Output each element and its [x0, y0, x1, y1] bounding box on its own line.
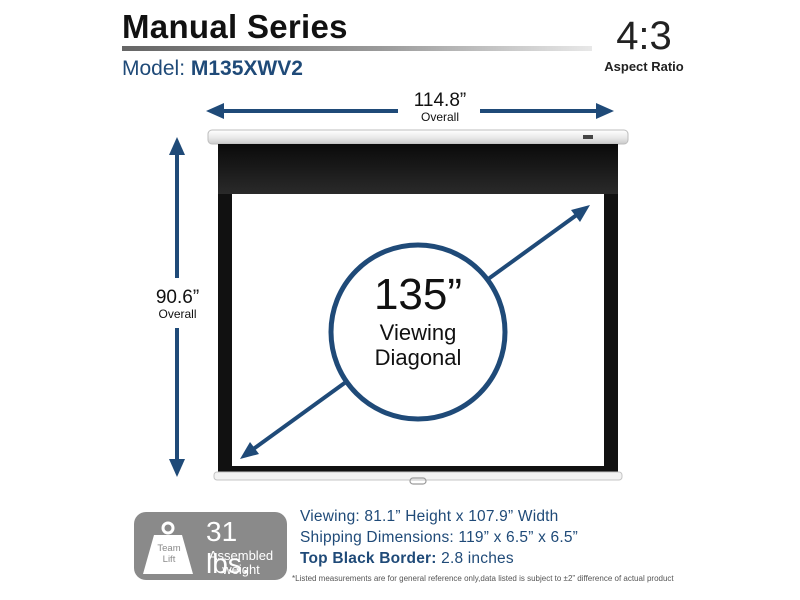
- spec-border: Top Black Border: 2.8 inches: [300, 550, 514, 568]
- height-label: Overall: [158, 307, 197, 321]
- aspect-ratio-value: 4:3: [616, 14, 672, 58]
- width-label: Overall: [420, 110, 459, 124]
- title-underline: [122, 46, 592, 51]
- diagonal-line1: Viewing: [379, 320, 457, 345]
- product-title: Manual Series: [122, 8, 348, 45]
- model-line: Model: M135XWV2: [122, 57, 303, 81]
- team-lift-label: Team Lift: [146, 543, 192, 565]
- spec-viewing: Viewing: 81.1” Height x 107.9” Width: [300, 508, 559, 525]
- aspect-ratio-label: Aspect Ratio: [604, 59, 684, 74]
- spec-border-label: Top Black Border:: [300, 550, 437, 567]
- weight-label-line1: Assembled: [208, 548, 274, 563]
- diagonal-text: 135” Viewing Diagonal: [338, 270, 498, 370]
- width-value: 114.8”: [413, 90, 467, 111]
- aspect-ratio: 4:3 Aspect Ratio: [604, 14, 684, 74]
- weight-label: Assembled weight: [202, 549, 280, 577]
- model-value: M135XWV2: [190, 57, 303, 80]
- height-value: 90.6”: [155, 287, 200, 308]
- team-lift-line2: Lift: [162, 554, 176, 565]
- weight-value: 31 lbs.: [206, 516, 250, 579]
- screen-bottom-bar: [213, 471, 623, 485]
- spec-border-value: 2.8 inches: [441, 550, 514, 567]
- diagonal-line2: Diagonal: [374, 345, 462, 370]
- weight-badge: Team Lift 31 lbs. Assembled weight: [134, 512, 287, 580]
- screen-case: [207, 129, 629, 145]
- weight-label-line2: weight: [222, 562, 260, 577]
- spec-shipping: Shipping Dimensions: 119” x 6.5” x 6.5”: [300, 529, 579, 546]
- diagonal-value: 135”: [373, 270, 463, 319]
- disclaimer-note: *Listed measurements are for general ref…: [292, 574, 674, 583]
- height-dimension: 90.6” Overall: [140, 287, 215, 321]
- weight-icon: [143, 521, 193, 574]
- team-lift-line1: Team: [157, 543, 181, 554]
- width-dimension: 114.8” Overall: [380, 90, 500, 124]
- model-label: Model:: [122, 57, 186, 80]
